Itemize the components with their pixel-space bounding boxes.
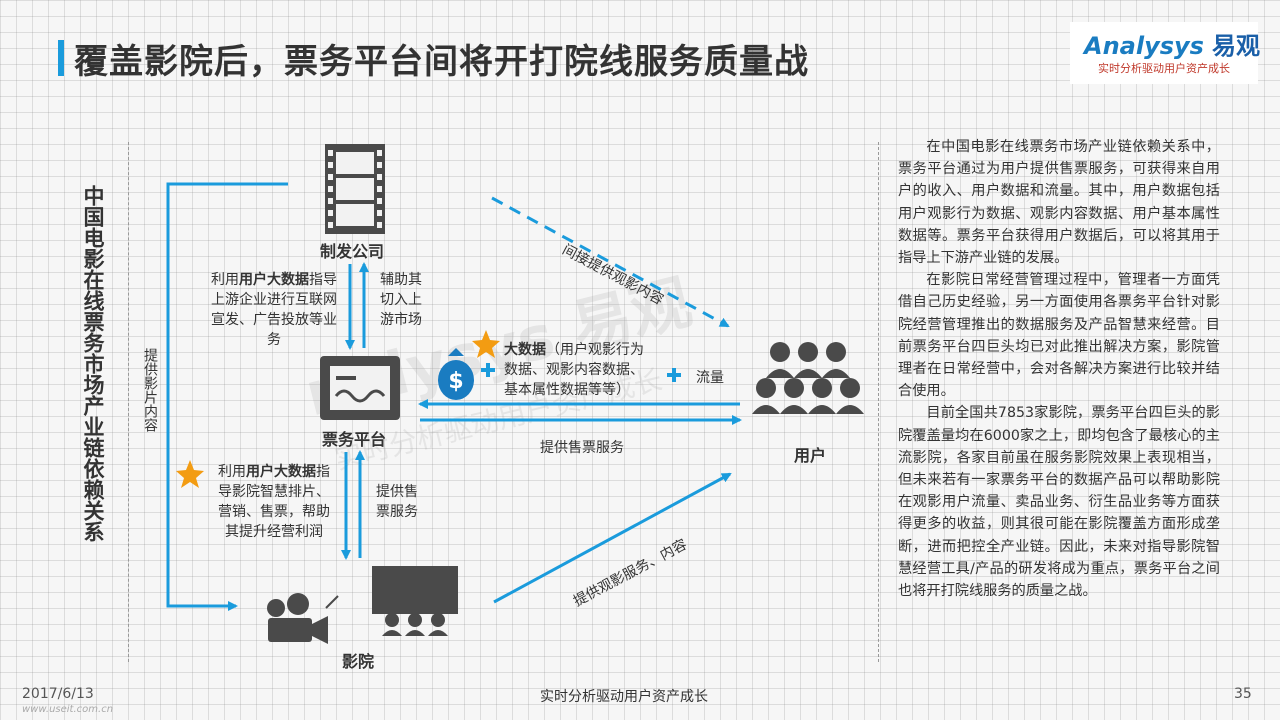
film-content-arrow <box>166 182 288 611</box>
footer-date: 2017/6/13 <box>22 686 94 702</box>
ticket-service-label: 提供售票服务 <box>540 440 624 456</box>
logo-container <box>1070 22 1258 84</box>
node-user: 用户 <box>794 446 827 465</box>
description-paragraph-3: 目前全国共7853家影院，票务平台四巨头的影院覆盖量均在6000家之上，即均包含… <box>898 405 1220 600</box>
money-bag-icon: $ <box>438 348 474 400</box>
logo-cn: 易观 <box>1211 32 1260 60</box>
bigdata-text: 大数据（用户观影行为 数据、观影内容数据、 基本属性数据等等） <box>504 342 644 398</box>
viewing-service-arrow <box>493 472 732 604</box>
bigdata-cinema-text: 利用用户大数据指 导影院智慧排片、 营销、售票，帮助 其提升经营利润 <box>218 464 330 540</box>
page-title: 覆盖影院后，票务平台间将开打院线服务质量战 <box>74 42 809 82</box>
description-paragraph-2: 在影院日常经营管理过程中，管理者一方面凭借自己历史经验，另一方面使用各票务平台针… <box>898 272 1220 400</box>
movie-camera-icon <box>267 593 339 644</box>
film-strip-icon <box>325 144 385 234</box>
assist-upstream-text: 辅助其 切入上 游市场 <box>380 272 422 328</box>
logo-slogan: 实时分析驱动用户资产成长 <box>1098 62 1230 75</box>
divider-left <box>128 142 129 662</box>
plus-icon <box>481 363 495 377</box>
footer-slogan: 实时分析驱动用户资产成长 <box>540 689 708 705</box>
star-icon <box>472 330 500 358</box>
node-producer: 制发公司 <box>320 242 385 261</box>
logo-text: nalysys <box>1102 32 1204 60</box>
film-content-label: 提供影片内容 <box>142 348 158 432</box>
description-panel: 在中国电影在线票务市场产业链依赖关系中，票务平台通过为用户提供售票服务，可获得来… <box>898 136 1220 602</box>
svg-text:$: $ <box>448 369 463 394</box>
node-cinema: 影院 <box>342 652 375 671</box>
divider-right <box>878 142 879 662</box>
user-group-icon <box>752 342 864 414</box>
footer-url: www.useit.com.cn <box>22 704 114 715</box>
ticket-service-short-text: 提供售 票服务 <box>376 484 418 520</box>
diagram-vertical-title: 中国电影在线票务市场产业链依赖关系 <box>81 185 105 542</box>
node-platform: 票务平台 <box>322 430 387 449</box>
star-icon <box>176 460 204 488</box>
indirect-content-arrow <box>491 196 730 328</box>
logo-initial: A <box>1084 32 1103 60</box>
cinema-screen-icon <box>372 566 458 636</box>
page-number: 35 <box>1234 686 1252 702</box>
title-accent-bar <box>58 40 64 76</box>
bigdata-upstream-text: 利用用户大数据指导 上游企业进行互联网 宣发、广告投放等业 务 <box>211 272 337 348</box>
traffic-label: 流量 <box>696 370 724 386</box>
description-paragraph-1: 在中国电影在线票务市场产业链依赖关系中，票务平台通过为用户提供售票服务，可获得来… <box>898 139 1220 267</box>
plus-icon <box>667 368 681 382</box>
ticket-icon <box>320 356 400 420</box>
